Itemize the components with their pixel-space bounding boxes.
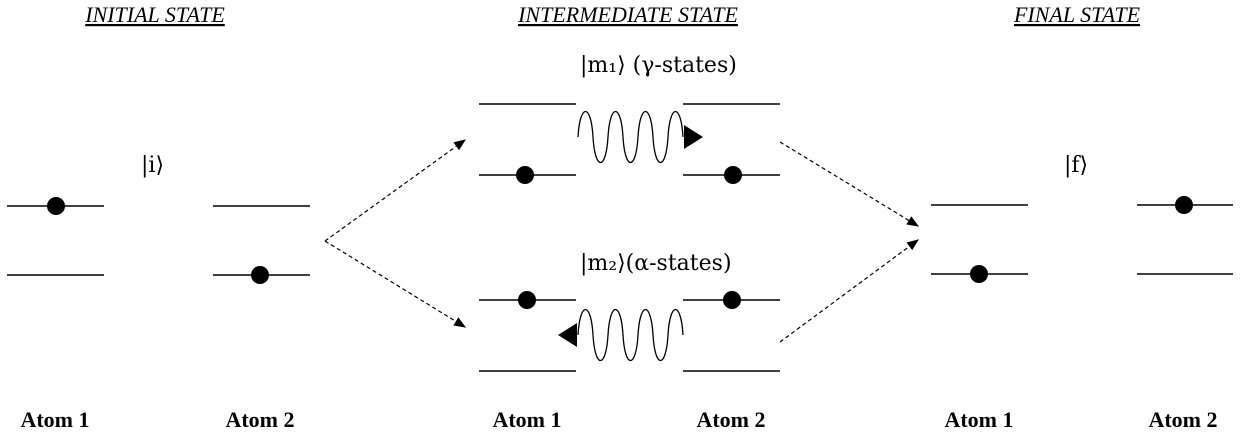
alpha-to-final-arrow — [779, 239, 919, 343]
gamma-to-final-arrow — [779, 141, 920, 227]
m2-ket-label: |m₂⟩(α-states) — [580, 251, 732, 276]
alpha-atom2-electron — [723, 291, 741, 309]
initial-atom1-electron — [47, 197, 65, 215]
gamma-photon-wave — [577, 111, 684, 163]
intermediate-state-header: INTERMEDIATE STATE — [517, 2, 738, 27]
alpha-atom1-electron — [518, 291, 536, 309]
gamma-photon-arrowhead — [684, 125, 703, 149]
alpha-path-group: |m₂⟩(α-states) — [479, 251, 780, 372]
intermediate-atom1-label: Atom 1 — [492, 407, 561, 432]
alpha-photon-arrowhead — [558, 323, 577, 347]
m1-ket-label: |m₁⟩ (γ-states) — [580, 53, 737, 78]
initial-to-gamma-arrow — [324, 139, 466, 242]
final-state-group: |f⟩ — [931, 153, 1233, 283]
initial-to-alpha-arrow — [324, 240, 467, 328]
gamma-path-group: |m₁⟩ (γ-states) — [479, 53, 780, 184]
final-atom2-label: Atom 2 — [1148, 407, 1217, 432]
initial-ket-label: |i⟩ — [141, 153, 164, 178]
final-ket-label: |f⟩ — [1064, 153, 1088, 178]
initial-atom2-label: Atom 2 — [225, 407, 294, 432]
initial-atom2-electron — [251, 266, 269, 284]
final-atom2-electron — [1175, 196, 1193, 214]
alpha-photon-wave — [577, 309, 684, 361]
final-atom1-electron — [970, 265, 988, 283]
gamma-atom1-electron — [516, 166, 534, 184]
initial-atom1-label: Atom 1 — [20, 407, 89, 432]
initial-state-group: |i⟩ — [7, 153, 310, 284]
gamma-atom2-electron — [724, 166, 742, 184]
initial-state-header: INITIAL STATE — [84, 2, 225, 27]
intermediate-atom2-label: Atom 2 — [696, 407, 765, 432]
final-atom1-label: Atom 1 — [944, 407, 1013, 432]
final-state-header: FINAL STATE — [1013, 2, 1141, 27]
